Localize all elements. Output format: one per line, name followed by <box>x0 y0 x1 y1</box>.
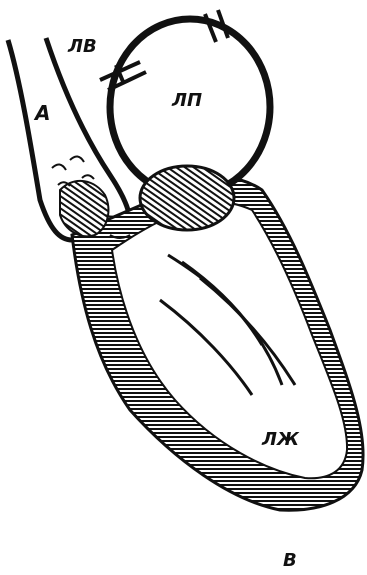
ventricle-cavity <box>112 202 347 478</box>
label-aorta: А <box>33 101 50 125</box>
aortic-valve <box>60 181 108 236</box>
label-left-ventricle: ЛЖ <box>261 429 300 450</box>
label-left-atrium: ЛП <box>171 90 202 111</box>
label-top-vessel: ЛВ <box>67 36 97 57</box>
label-panel: В <box>283 550 297 571</box>
mitral-valve <box>140 166 234 230</box>
